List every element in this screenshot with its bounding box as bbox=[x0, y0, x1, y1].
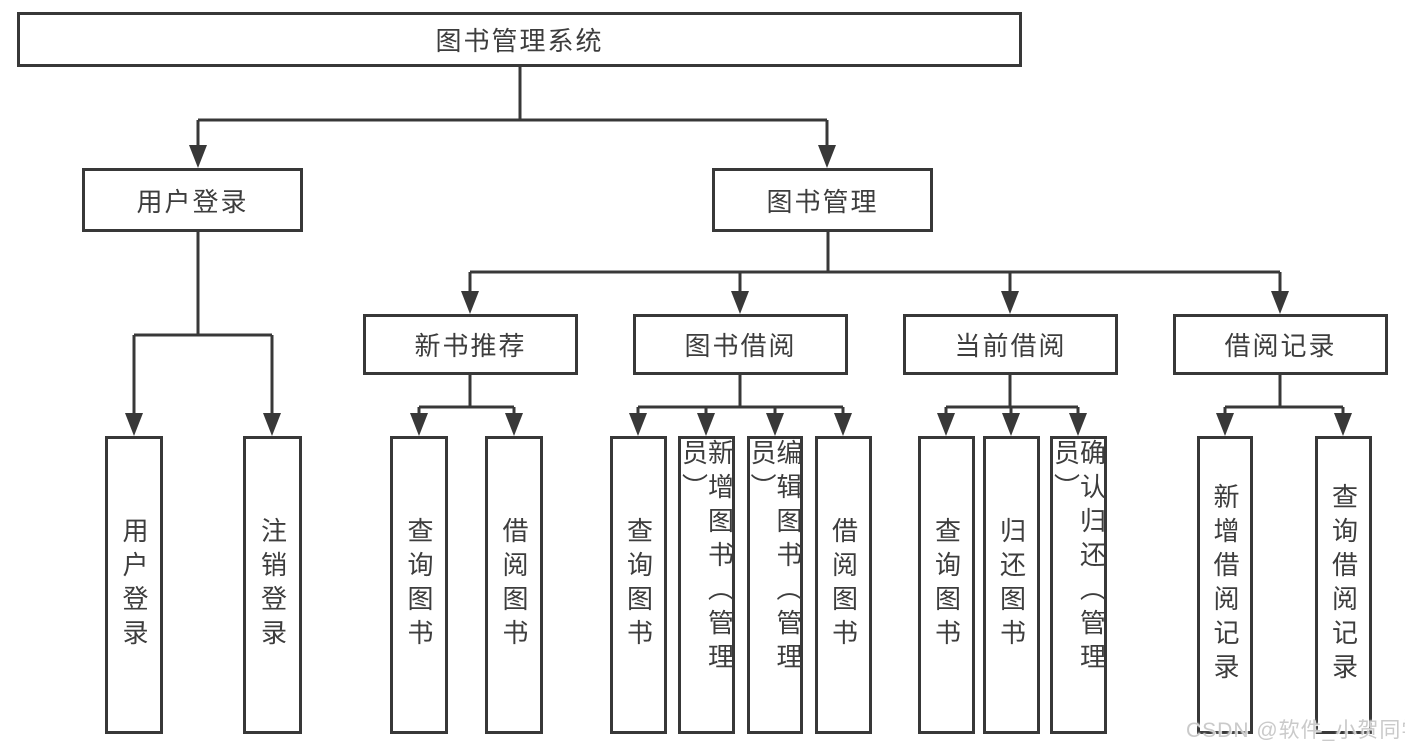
leaf-label: 查询图书 bbox=[404, 517, 434, 653]
leaf-label: 借阅图书 bbox=[828, 517, 859, 653]
leaf-label: 归还图书 bbox=[996, 517, 1027, 653]
node-label: 图书管理系统 bbox=[435, 26, 604, 56]
leaf-label: 确认归还（管理员） bbox=[1050, 439, 1107, 677]
leaf-return-books: 归还图书 bbox=[983, 436, 1040, 734]
tree-branch-lines bbox=[132, 65, 1345, 420]
node-label: 图书借阅 bbox=[684, 331, 797, 361]
arrowhead-icons bbox=[125, 145, 1352, 436]
leaf-label: 编辑图书（管理员） bbox=[747, 439, 803, 677]
leaf-borrow-books-recommend: 借阅图书 bbox=[485, 436, 543, 734]
leaf-edit-book-admin: 编辑图书（管理员） bbox=[747, 436, 803, 734]
node-current-borrow: 当前借阅 bbox=[903, 314, 1118, 375]
csdn-watermark: CSDN @软件_小贺同学 bbox=[1186, 719, 1405, 742]
node-label: 用户登录 bbox=[136, 186, 249, 217]
leaf-query-books-recommend: 查询图书 bbox=[390, 436, 448, 734]
node-new-book-recommend: 新书推荐 bbox=[363, 314, 578, 375]
leaf-label: 新增图书（管理员） bbox=[678, 439, 735, 677]
leaf-label: 注销登录 bbox=[257, 517, 288, 653]
leaf-user-login: 用户登录 bbox=[105, 436, 163, 734]
leaf-add-borrow-record: 新增借阅记录 bbox=[1197, 436, 1253, 734]
node-book-borrow: 图书借阅 bbox=[633, 314, 848, 375]
node-book-management: 图书管理 bbox=[712, 168, 933, 232]
leaf-add-book-admin: 新增图书（管理员） bbox=[678, 436, 735, 734]
leaf-query-borrow-record: 查询借阅记录 bbox=[1315, 436, 1372, 734]
node-label: 借阅记录 bbox=[1224, 331, 1337, 361]
node-label: 图书管理 bbox=[766, 186, 879, 217]
leaf-logout: 注销登录 bbox=[243, 436, 302, 734]
node-label: 新书推荐 bbox=[414, 331, 527, 361]
node-label: 当前借阅 bbox=[954, 331, 1067, 361]
leaf-borrow-books: 借阅图书 bbox=[815, 436, 872, 734]
node-user-login: 用户登录 bbox=[82, 168, 303, 232]
leaf-label: 借阅图书 bbox=[499, 517, 529, 653]
leaf-confirm-return-admin: 确认归还（管理员） bbox=[1050, 436, 1107, 734]
leaf-query-books-current: 查询图书 bbox=[918, 436, 975, 734]
leaf-label: 用户登录 bbox=[119, 517, 149, 653]
leaf-label: 查询借阅记录 bbox=[1328, 483, 1359, 687]
leaf-label: 查询图书 bbox=[931, 517, 962, 653]
leaf-label: 新增借阅记录 bbox=[1210, 483, 1240, 687]
leaf-query-books-borrow: 查询图书 bbox=[610, 436, 667, 734]
node-borrow-records: 借阅记录 bbox=[1173, 314, 1388, 375]
node-library-management-system: 图书管理系统 bbox=[17, 12, 1022, 67]
leaf-label: 查询图书 bbox=[623, 517, 654, 653]
